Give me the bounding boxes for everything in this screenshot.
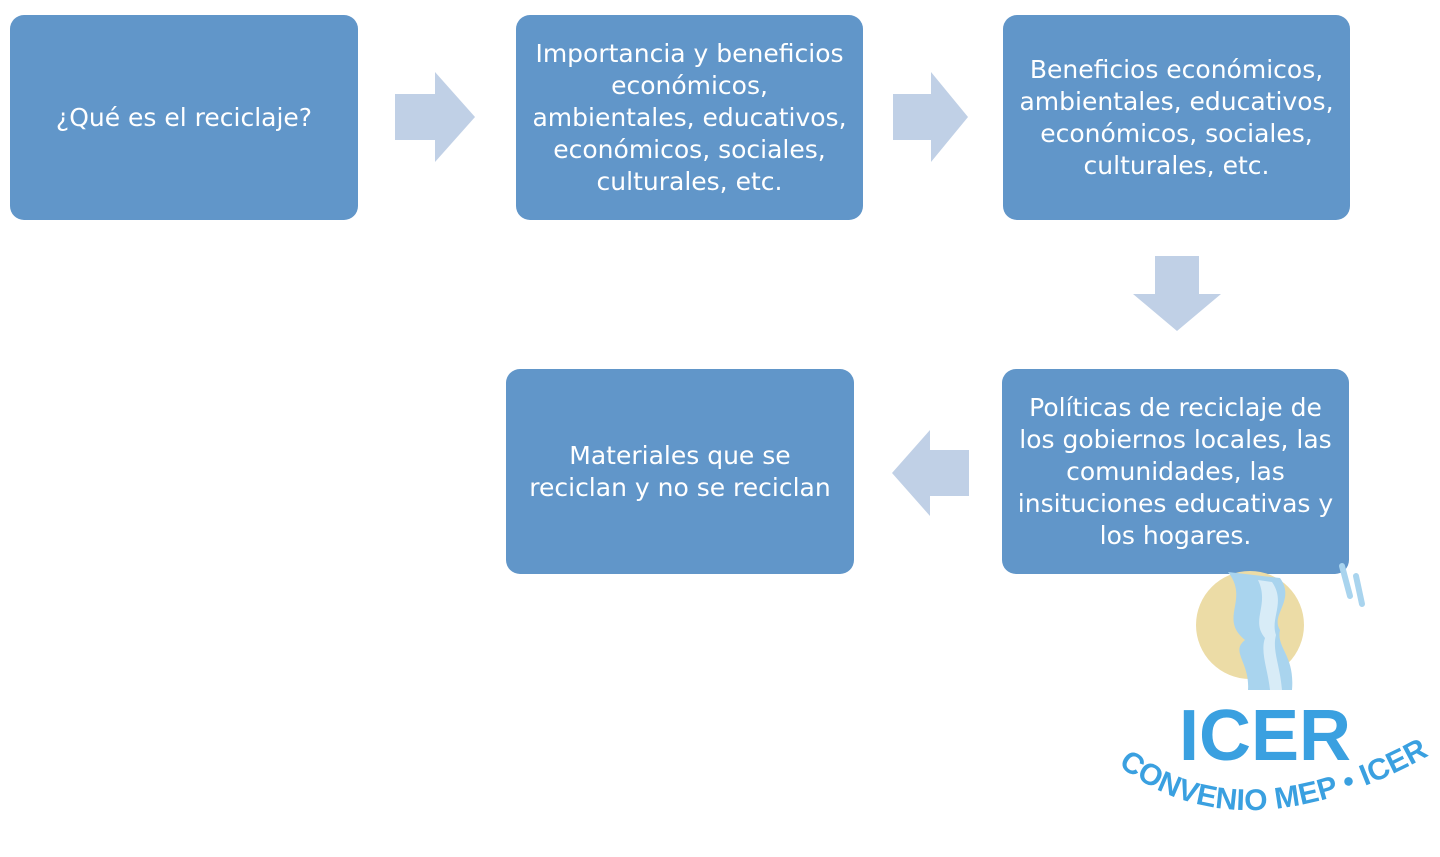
node-beneficios-economicos: Beneficios económicos, ambientales, educ… (1003, 15, 1350, 220)
node-que-es-reciclaje: ¿Qué es el reciclaje? (10, 15, 358, 220)
node-importancia-beneficios: Importancia y beneficios económicos, amb… (516, 15, 863, 220)
arrow-right-2 (893, 72, 968, 162)
logo-main-text: ICER (1179, 696, 1351, 776)
node-politicas-reciclaje: Políticas de reciclaje de los gobiernos … (1002, 369, 1349, 574)
arrow-down (1133, 256, 1221, 331)
arrow-right-1 (395, 72, 475, 162)
arrow-left (892, 430, 969, 516)
icer-logo: ICER CONVENIO MEP • ICER (1114, 563, 1433, 817)
node-materiales: Materiales que se reciclan y no se recic… (506, 369, 854, 574)
